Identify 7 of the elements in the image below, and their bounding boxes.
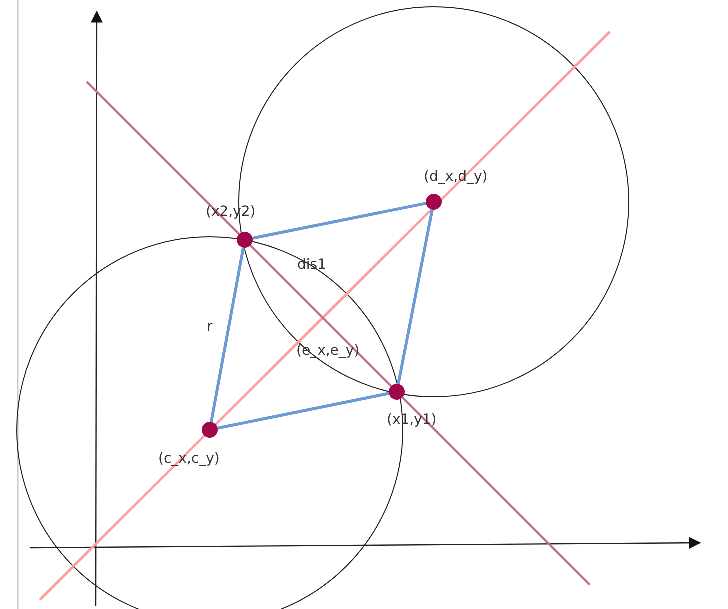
point-label: (c_x,c_y): [158, 451, 220, 467]
connector-line: [210, 248, 246, 422]
connector-line: [252, 202, 426, 240]
connector-line: [218, 392, 390, 430]
point-label: (d_x,d_y): [424, 169, 488, 185]
measure-label: r: [207, 319, 213, 335]
connector-line: [397, 210, 434, 384]
